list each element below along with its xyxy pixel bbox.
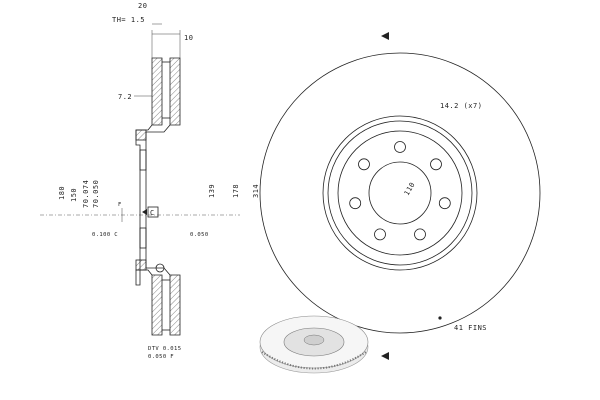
datum-f-letter: F bbox=[118, 202, 122, 208]
datum-c-arrow bbox=[142, 209, 147, 215]
bottom-section-arrow bbox=[381, 352, 389, 360]
dimension-70-050: 70.050 bbox=[92, 180, 100, 208]
dimension-178: 178 bbox=[232, 184, 240, 198]
top-partial-dimension: 20 bbox=[138, 2, 147, 10]
bolt-hole bbox=[394, 141, 406, 153]
bolt-hole bbox=[358, 158, 370, 171]
disc-width-dimension: 10 bbox=[184, 34, 193, 42]
datum-c-letter: C bbox=[150, 209, 155, 217]
fin-marker-dot bbox=[438, 316, 442, 320]
fin-count-label: 41 FINS bbox=[454, 324, 487, 332]
plate-thickness-dimension: TH= 1.5 bbox=[112, 16, 145, 24]
cross-section-view: C F 20 TH= 1.5 10 7.2 180 150 70.074 70.… bbox=[40, 2, 260, 360]
iso-bore bbox=[303, 334, 325, 346]
top-section-arrow bbox=[381, 32, 389, 40]
hat-outer-circle bbox=[327, 120, 473, 266]
dimension-139: 139 bbox=[208, 184, 216, 198]
isometric-view bbox=[259, 315, 369, 374]
hat-offset-dimension: 7.2 bbox=[118, 93, 132, 101]
lower-outer-plate bbox=[169, 274, 181, 336]
datum-c-box bbox=[147, 206, 159, 218]
runout-tolerance-right: 0.050 bbox=[190, 232, 209, 238]
bolt-hole bbox=[438, 197, 451, 210]
lower-inner-plate bbox=[151, 274, 163, 336]
bolt-hole bbox=[414, 228, 426, 241]
dimension-180: 180 bbox=[58, 186, 66, 200]
bolt-hole bbox=[430, 158, 442, 171]
hat-top-flange bbox=[135, 129, 147, 141]
hat-fillet-bottom bbox=[155, 263, 165, 273]
hat-bottom-flange bbox=[135, 259, 147, 271]
flatness-tolerance: 0.050 F bbox=[148, 354, 174, 360]
upper-inner-plate bbox=[151, 57, 163, 126]
upper-outer-plate bbox=[169, 57, 181, 126]
bolt-holes bbox=[349, 141, 451, 241]
hat-inner-profile bbox=[145, 124, 171, 276]
dimension-70-074: 70.074 bbox=[82, 180, 90, 208]
dimension-150: 150 bbox=[70, 188, 78, 202]
bolt-circle-dimension: 110 bbox=[403, 181, 417, 197]
hub-hole-upper bbox=[139, 149, 147, 171]
front-view: 110 14.2 (x7) 41 FINS bbox=[259, 32, 541, 360]
dimension-314: 314 bbox=[252, 184, 260, 198]
hub-hole-lower bbox=[139, 227, 147, 249]
outer-disc-circle bbox=[259, 52, 541, 334]
hole-diameter-dimension: 14.2 (x7) bbox=[440, 102, 482, 110]
braking-inner-edge bbox=[322, 115, 478, 271]
bolt-hole bbox=[374, 228, 386, 241]
center-bore-circle bbox=[368, 161, 432, 225]
dtv-tolerance: DTV 0.015 bbox=[148, 346, 181, 352]
runout-tolerance-left: 0.100 C bbox=[92, 232, 118, 238]
bolt-hole bbox=[349, 197, 362, 210]
hat-face-circle bbox=[337, 130, 463, 256]
